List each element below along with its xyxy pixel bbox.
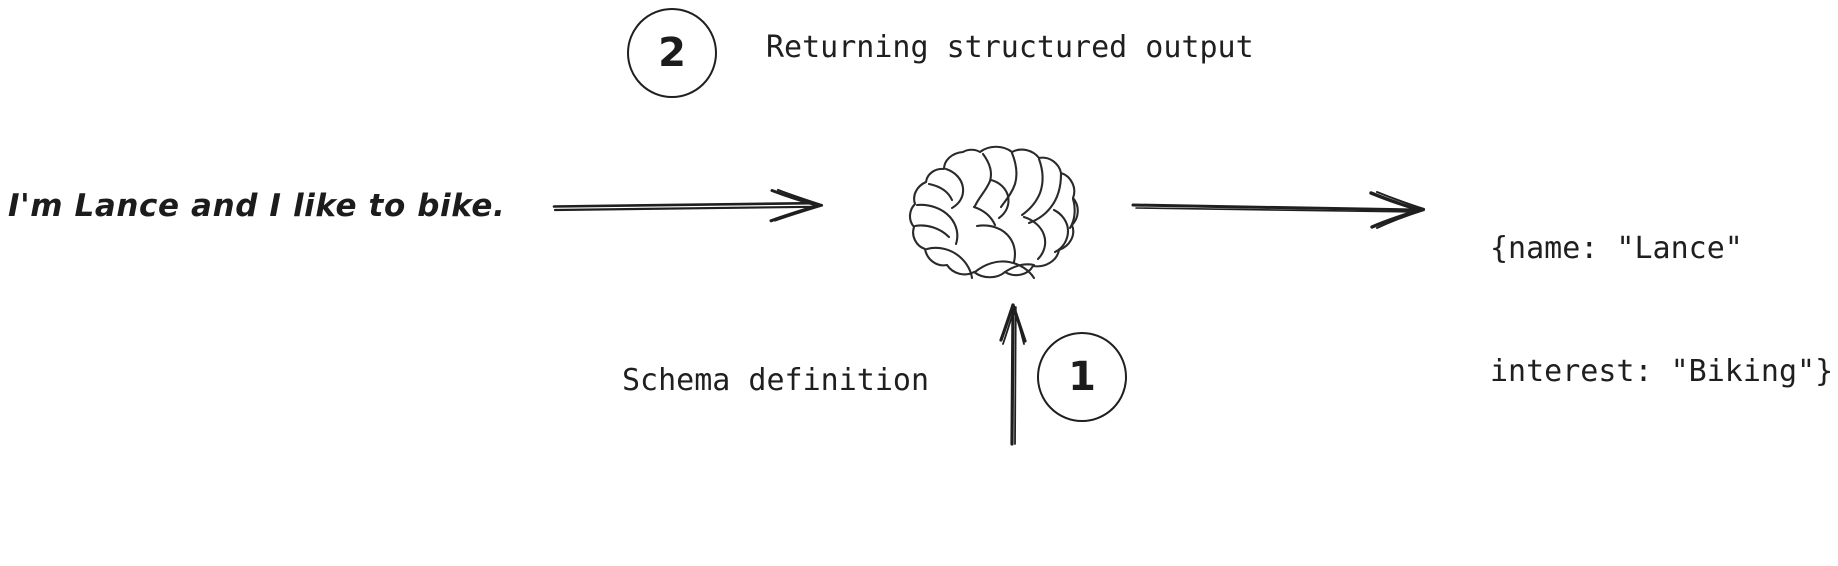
- brain-illustration-icon: [908, 145, 1079, 280]
- arrow-schema-to-model: [999, 303, 1027, 446]
- arrow-model-to-output: [1131, 191, 1425, 229]
- structured-output-line-2: interest: "Biking"}: [1490, 354, 1834, 389]
- step-2-caption: Returning structured output: [766, 30, 1254, 65]
- schema-definition-label: Schema definition: [622, 363, 930, 398]
- structured-output-line-1: {name: "Lance": [1490, 231, 1743, 266]
- step-marker-2: 2: [627, 8, 717, 98]
- structured-output-block: {name: "Lance" interest: "Biking"}: [1490, 146, 1833, 474]
- input-utterance-text: I'm Lance and I like to bike.: [8, 188, 506, 224]
- arrow-input-to-model: [552, 188, 824, 223]
- schema-definition-block: {name: "Person's name" interest: "Person…: [717, 485, 1287, 566]
- step-marker-1: 1: [1037, 332, 1127, 422]
- step-marker-2-number: 2: [658, 30, 686, 76]
- step-marker-1-number: 1: [1068, 354, 1096, 400]
